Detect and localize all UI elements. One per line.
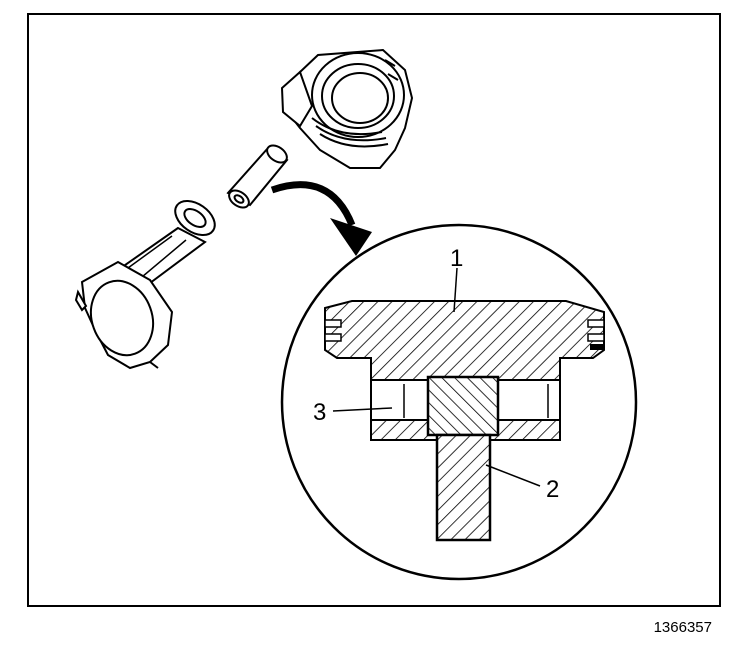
leader-line-1	[453, 267, 458, 313]
callout-3: 3	[313, 399, 327, 426]
detail-view	[280, 223, 638, 581]
diagram-frame	[27, 13, 721, 607]
callout-2: 2	[546, 476, 560, 503]
piston-illustration	[280, 48, 414, 169]
detail-arrow	[270, 181, 372, 256]
leader-line-2	[485, 464, 541, 487]
pin-section	[426, 375, 500, 437]
callout-1: 1	[450, 245, 464, 272]
leader-line-3	[332, 407, 393, 412]
connecting-rod-illustration	[74, 199, 216, 370]
figure-number: 1366357	[653, 619, 712, 636]
piston-pin-illustration	[226, 144, 289, 209]
piston-head-section	[324, 300, 605, 381]
installer-stem-section	[435, 433, 492, 542]
